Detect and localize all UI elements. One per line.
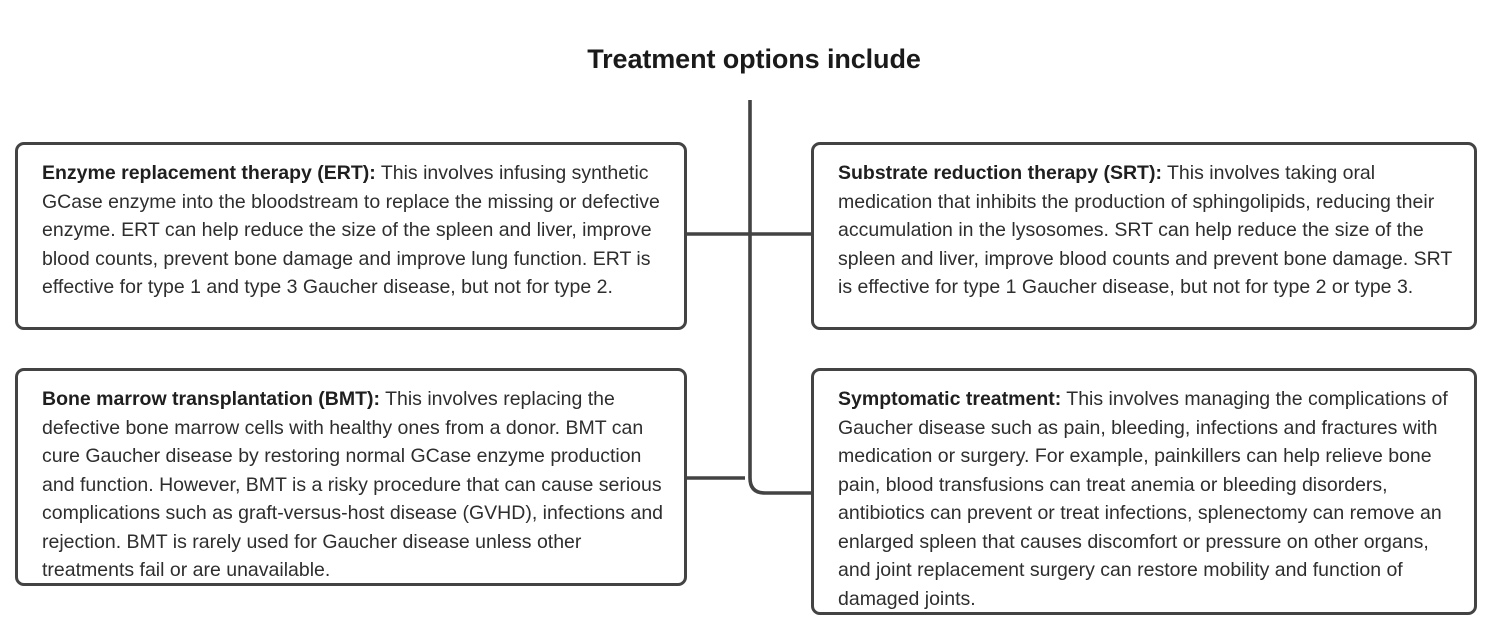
node-lead-label: Bone marrow transplantation (BMT): <box>42 388 381 410</box>
node-enzyme-replacement-therapy[interactable]: Enzyme replacement therapy (ERT): This i… <box>15 142 687 330</box>
node-substrate-reduction-therapy[interactable]: Substrate reduction therapy (SRT): This … <box>811 142 1477 330</box>
node-lead-label: Symptomatic treatment: <box>838 388 1062 410</box>
connector-branch-bottom-right <box>748 477 812 495</box>
node-lead-label: Enzyme replacement therapy (ERT): <box>42 162 376 184</box>
node-body-text: This involves replacing the defective bo… <box>42 388 664 581</box>
node-body-text: This involves managing the complications… <box>838 388 1448 610</box>
page-title: Treatment options include <box>587 44 921 74</box>
node-body-text: This involves infusing synthetic GCase e… <box>42 162 660 298</box>
node-lead-label: Substrate reduction therapy (SRT): <box>838 162 1162 184</box>
node-symptomatic-treatment[interactable]: Symptomatic treatment: This involves man… <box>811 368 1477 615</box>
node-body-text: This involves taking oral medication tha… <box>838 162 1452 298</box>
node-bone-marrow-transplantation[interactable]: Bone marrow transplantation (BMT): This … <box>15 368 687 586</box>
